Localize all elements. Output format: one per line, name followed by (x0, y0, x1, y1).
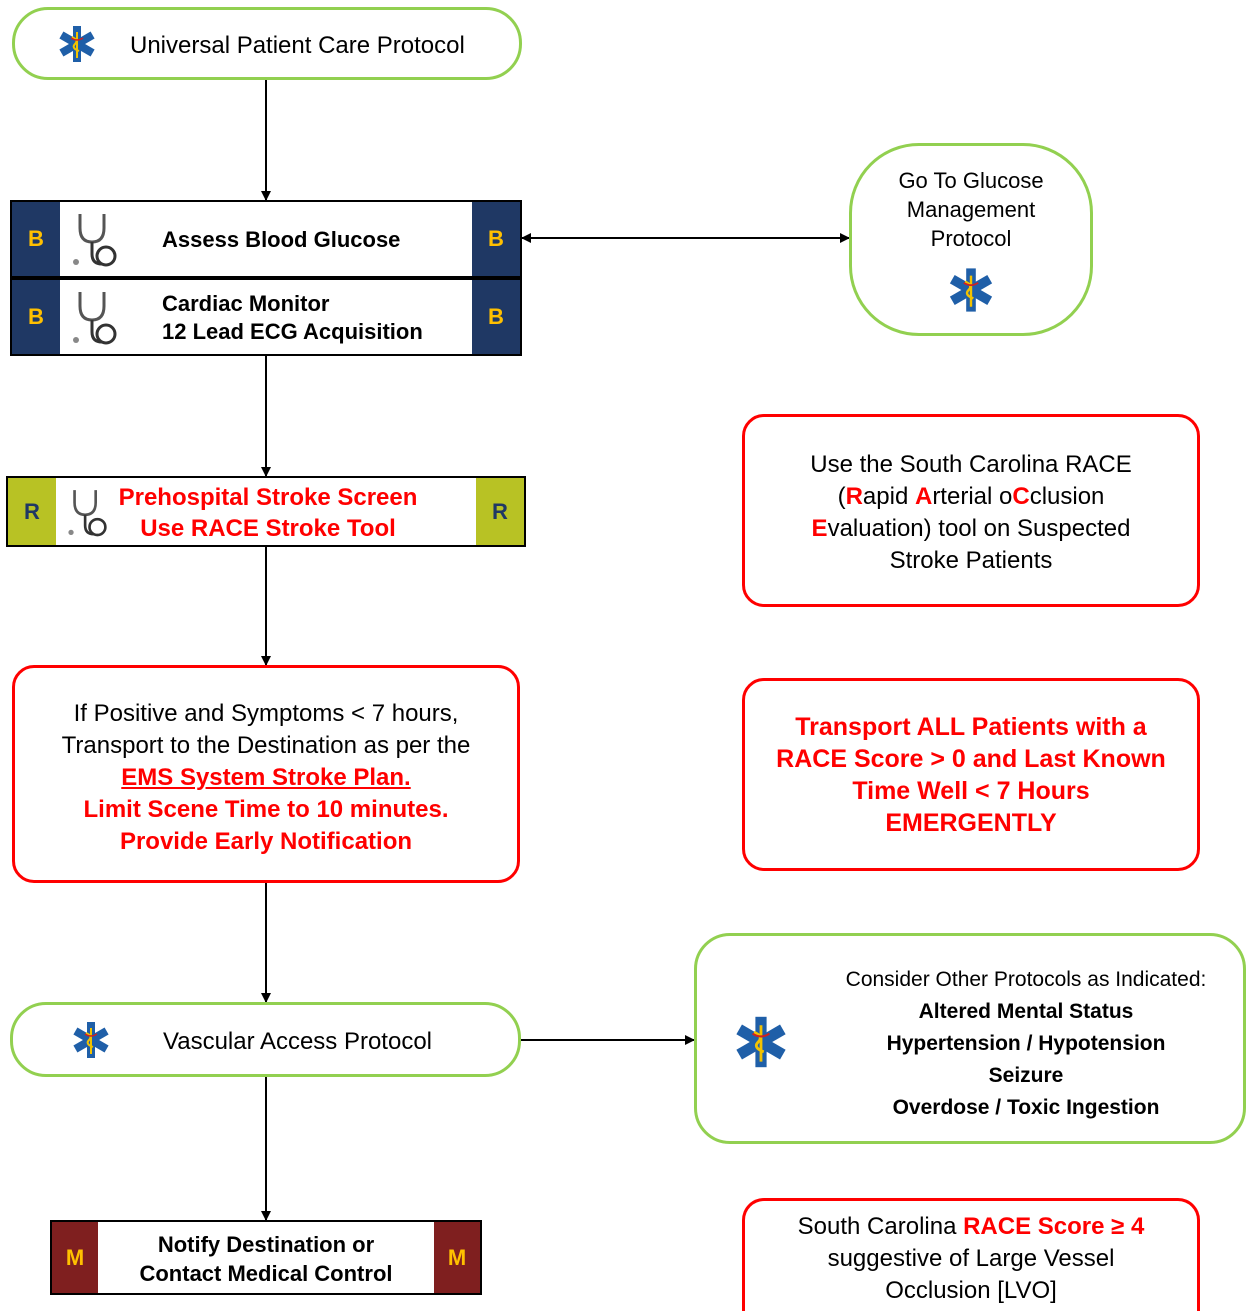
m-badge: M (52, 1222, 98, 1293)
glucose-protocol-label: Go To Glucose Management Protocol (852, 166, 1090, 253)
notify-destination-label: Notify Destination or Contact Medical Co… (98, 1230, 434, 1288)
other-protocols-node[interactable]: Consider Other Protocols as Indicated: A… (694, 933, 1246, 1144)
m-badge: M (434, 1222, 480, 1293)
star-of-life-icon (73, 1022, 109, 1058)
basic-badge: B (12, 202, 60, 276)
race-note-line: Evaluation) tool on Suspected (811, 515, 1131, 542)
altered-mental-status-link[interactable]: Altered Mental Status (918, 1000, 1134, 1023)
glucose-protocol-node[interactable]: Go To Glucose Management Protocol (849, 143, 1093, 336)
assess-glucose-step[interactable]: B Assess Blood Glucose B (10, 200, 522, 278)
lvo-note: South Carolina RACE Score ≥ 4 suggestive… (742, 1198, 1200, 1311)
positive-box-line: Transport to the Destination as per the (61, 732, 471, 759)
seizure-link[interactable]: Seizure (988, 1064, 1064, 1087)
other-protocols-text: Consider Other Protocols as Indicated: A… (809, 964, 1243, 1124)
transport-box-line: Transport ALL Patients with a (795, 713, 1147, 741)
notify-line: Notify Destination or (157, 1232, 375, 1257)
universal-protocol-node[interactable]: Universal Patient Care Protocol (12, 7, 522, 80)
glucose-protocol-line: Protocol (930, 226, 1012, 251)
notify-destination-step[interactable]: M Notify Destination or Contact Medical … (50, 1220, 482, 1295)
vascular-access-node[interactable]: Vascular Access Protocol (10, 1002, 521, 1077)
transport-box-line: Time Well < 7 Hours (852, 777, 1090, 805)
lvo-note-line: South Carolina RACE Score ≥ 4 (797, 1213, 1145, 1240)
r-badge: R (8, 478, 56, 545)
stethoscope-icon (73, 214, 117, 267)
basic-badge: B (472, 202, 520, 276)
stethoscope-icon (68, 490, 107, 537)
race-note-line: Use the South Carolina RACE (810, 451, 1132, 478)
glucose-protocol-line: Management (906, 197, 1036, 222)
universal-protocol-label: Universal Patient Care Protocol (130, 32, 465, 59)
race-note-line: (Rapid Arterial oCclusion (837, 483, 1105, 510)
ecg-acquisition-line: 12 Lead ECG Acquisition (162, 319, 423, 344)
race-tool-note: Use the South Carolina RACE (Rapid Arter… (742, 414, 1200, 607)
transport-box-line: RACE Score > 0 and Last Known (776, 745, 1166, 773)
vascular-access-label: Vascular Access Protocol (163, 1028, 433, 1055)
stroke-screen-line: Prehospital Stroke Screen (118, 484, 418, 511)
other-protocols-heading: Consider Other Protocols as Indicated: (845, 968, 1207, 991)
hypertension-hypotension-link[interactable]: Hypertension / Hypotension (886, 1032, 1166, 1055)
assess-glucose-label: Assess Blood Glucose (162, 227, 401, 252)
transport-box-line: EMERGENTLY (885, 809, 1057, 837)
lvo-note-line: suggestive of Large Vessel (827, 1245, 1115, 1272)
stroke-screen-step[interactable]: R Prehospital Stroke Screen Use RACE Str… (6, 476, 526, 547)
basic-badge: B (472, 280, 520, 354)
basic-badge: B (12, 280, 60, 354)
star-of-life-icon (949, 268, 993, 312)
star-of-life-icon (736, 1016, 786, 1068)
star-of-life-icon (59, 26, 95, 62)
stroke-screen-label: Prehospital Stroke Screen Use RACE Strok… (98, 482, 438, 544)
positive-box-line: If Positive and Symptoms < 7 hours, (73, 700, 459, 727)
race-tool-line: Use RACE Stroke Tool (140, 515, 396, 542)
lvo-note-line: Occlusion [LVO] (885, 1277, 1057, 1304)
overdose-link[interactable]: Overdose / Toxic Ingestion (892, 1096, 1160, 1119)
glucose-protocol-line: Go To Glucose (898, 168, 1044, 193)
contact-medical-control-line: Contact Medical Control (139, 1261, 393, 1286)
stroke-plan-link[interactable]: EMS System Stroke Plan. (121, 764, 411, 791)
cardiac-monitor-label: Cardiac Monitor 12 Lead ECG Acquisition (162, 290, 423, 346)
r-badge: R (476, 478, 524, 545)
cardiac-monitor-step[interactable]: B Cardiac Monitor 12 Lead ECG Acquisitio… (10, 278, 522, 356)
transport-emergently-box: Transport ALL Patients with a RACE Score… (742, 678, 1200, 871)
stethoscope-icon (73, 292, 117, 345)
positive-box-line: Limit Scene Time to 10 minutes. (83, 796, 449, 823)
positive-box-line: Provide Early Notification (119, 828, 413, 855)
race-note-line: Stroke Patients (889, 547, 1053, 574)
positive-symptoms-box: If Positive and Symptoms < 7 hours, Tran… (12, 665, 520, 883)
cardiac-monitor-line: Cardiac Monitor (162, 291, 330, 316)
